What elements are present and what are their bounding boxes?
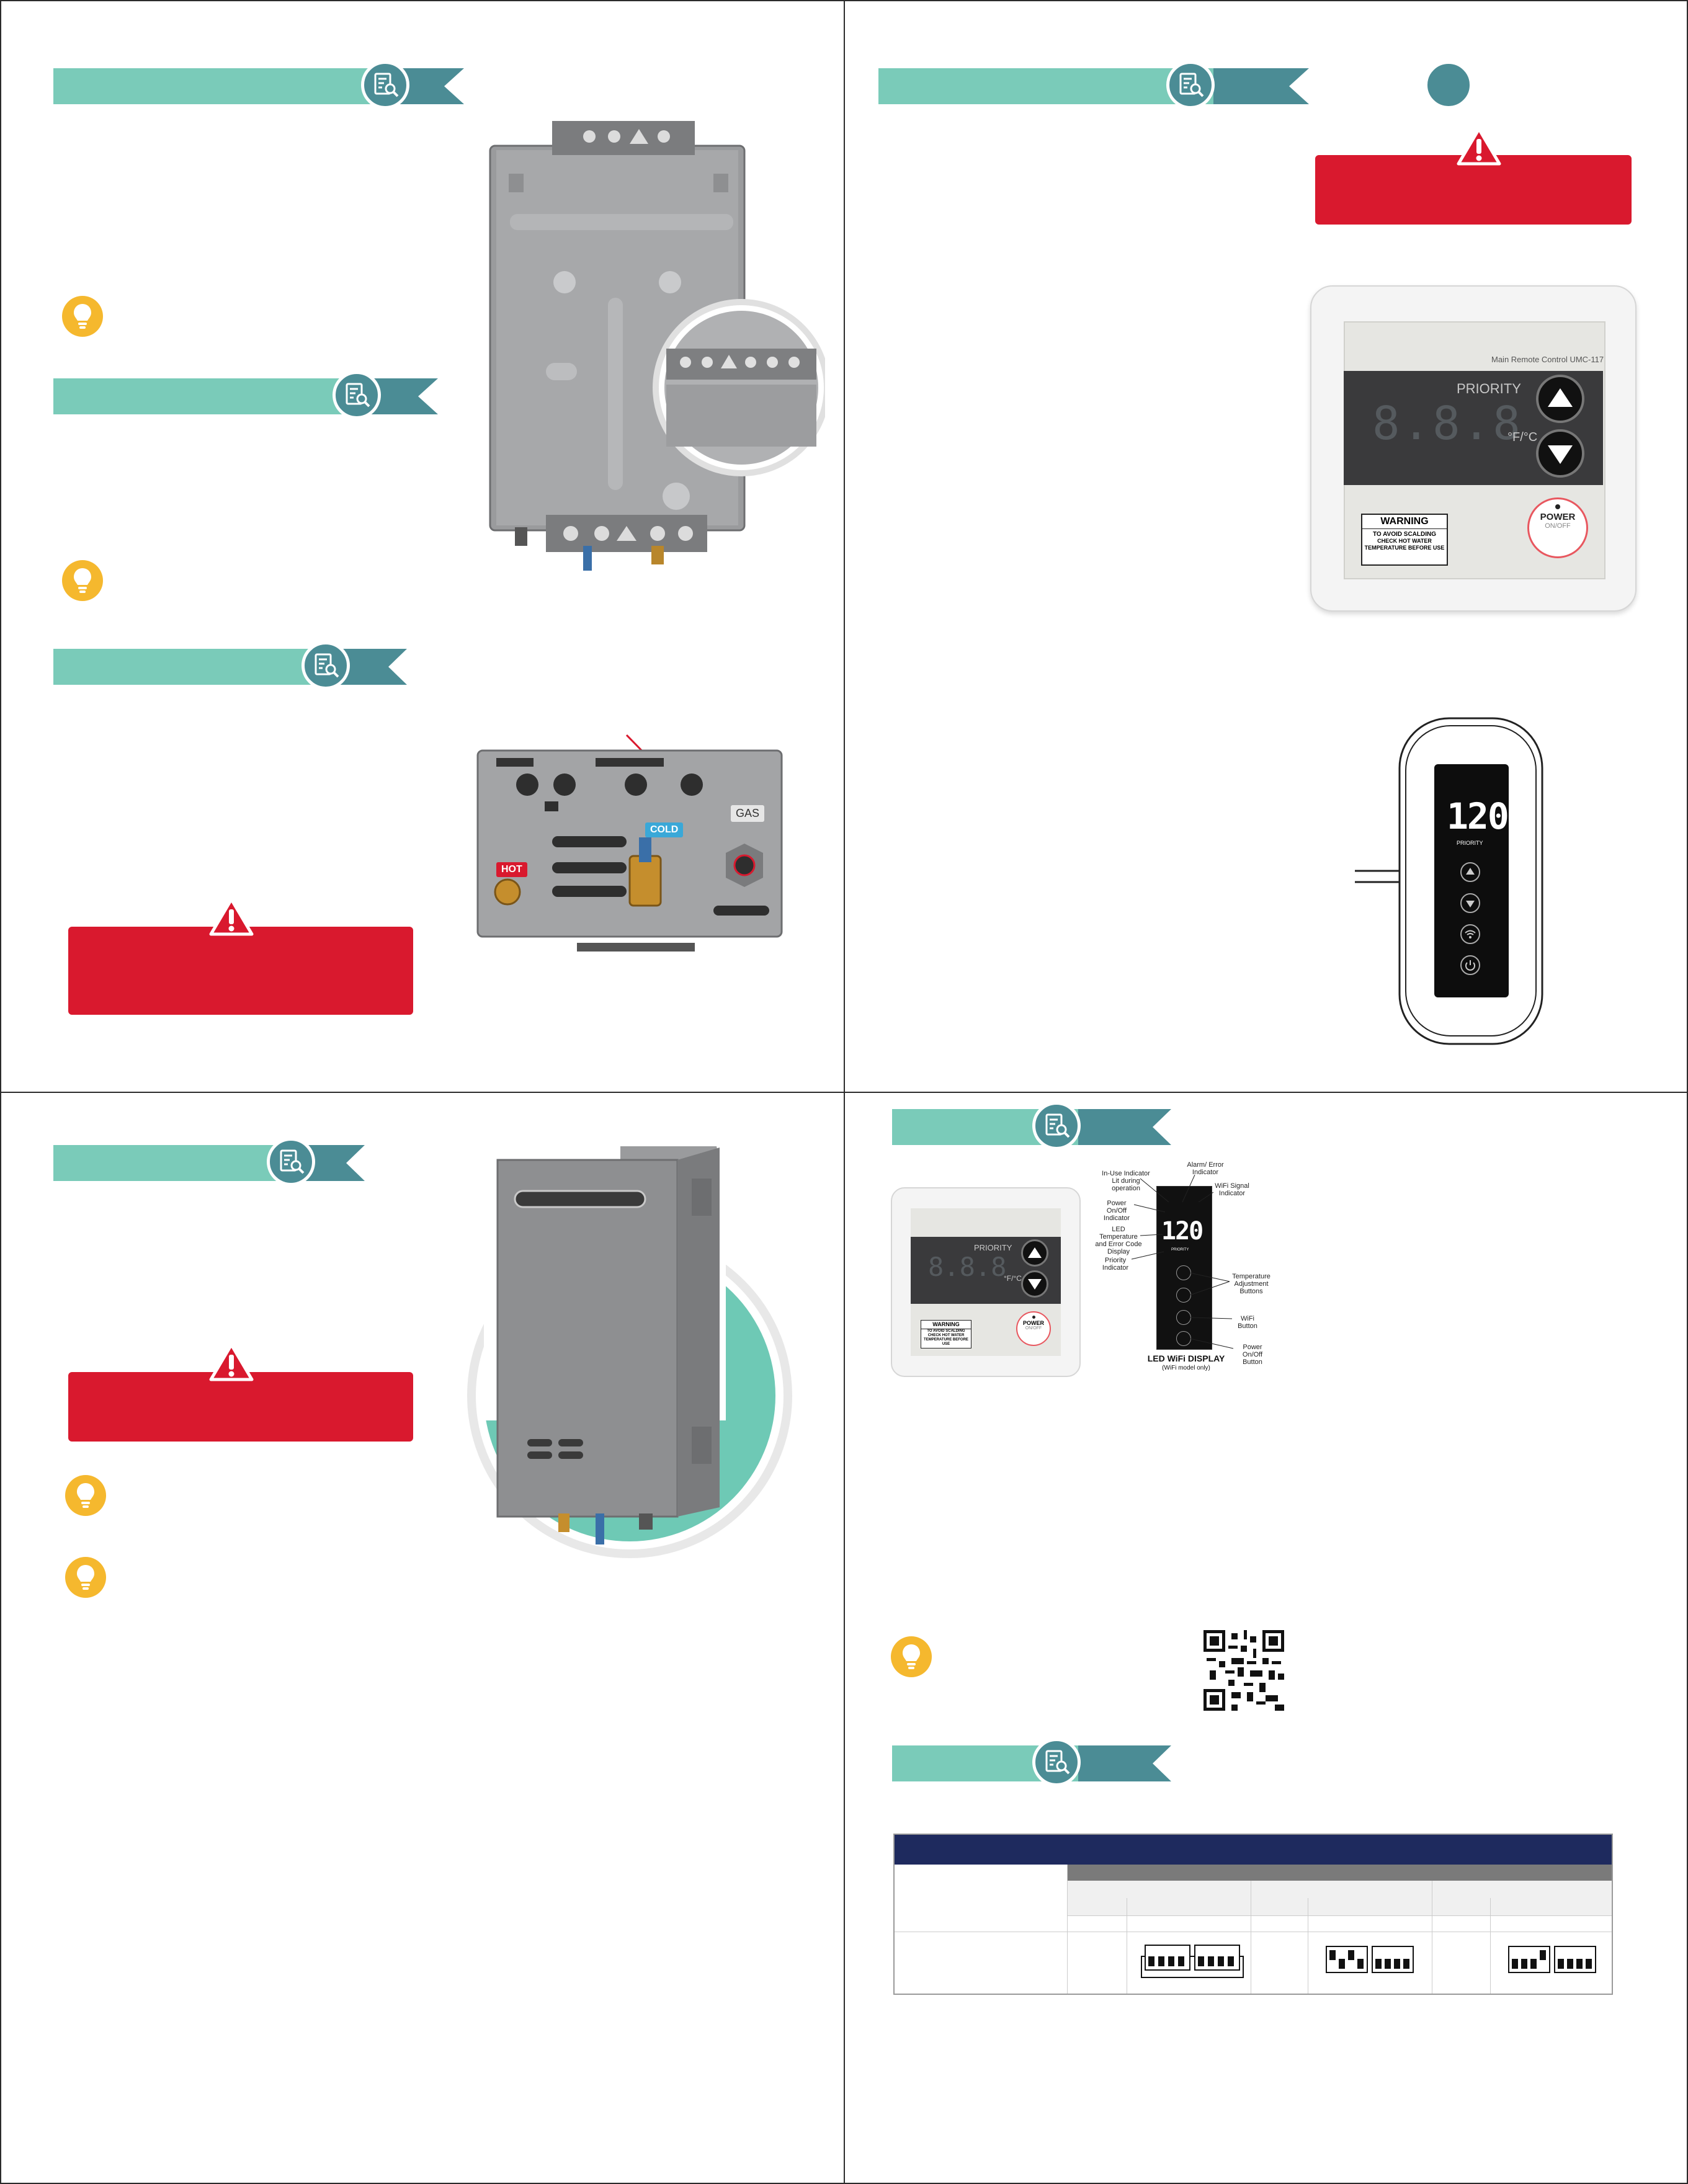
warning-title: WARNING bbox=[1362, 515, 1447, 529]
exclamation-triangle-icon bbox=[1457, 127, 1501, 169]
document-search-icon bbox=[301, 641, 350, 690]
dip-switch-table bbox=[893, 1834, 1613, 1995]
remote-control-small-image: PRIORITY 8.8.8 °F/°C WARNING TO AVOID SC… bbox=[891, 1187, 1081, 1377]
lightbulb-icon bbox=[65, 1557, 106, 1598]
remote-priority-label: PRIORITY bbox=[1457, 381, 1521, 396]
table-header-bar bbox=[895, 1835, 1612, 1865]
callout-priority: Priority Indicator bbox=[1102, 1257, 1129, 1272]
temp-down-button[interactable] bbox=[1021, 1270, 1048, 1298]
lightbulb-icon bbox=[65, 1475, 106, 1516]
callout-temp-buttons: Temperature Adjustment Buttons bbox=[1232, 1273, 1270, 1295]
document-search-icon bbox=[1166, 61, 1215, 109]
led-temperature: 120 bbox=[1447, 795, 1509, 837]
callout-wifi-button: WiFi Button bbox=[1238, 1315, 1257, 1330]
document-search-icon bbox=[1032, 1738, 1081, 1786]
dip-switch-set-3 bbox=[1507, 1944, 1598, 1978]
power-button[interactable]: POWER ON/OFF bbox=[1527, 497, 1588, 558]
remote-control-image: Main Remote Control UMC-117 PRIORITY 8.8… bbox=[1310, 285, 1637, 612]
section-banner bbox=[53, 641, 407, 690]
section-banner bbox=[892, 1738, 1171, 1786]
document-search-icon bbox=[1424, 61, 1473, 109]
callout-alarm: Alarm/ Error Indicator bbox=[1187, 1161, 1224, 1176]
callout-power-button: Power On/Off Button bbox=[1242, 1344, 1263, 1366]
gas-label: GAS bbox=[731, 805, 765, 822]
document-search-icon bbox=[333, 371, 381, 419]
remote-unit-label: °F/°C bbox=[1507, 430, 1538, 444]
document-search-icon bbox=[1032, 1102, 1081, 1150]
led-up-button[interactable] bbox=[1460, 862, 1480, 882]
arrow-up-icon bbox=[1028, 1247, 1042, 1258]
temp-up-button[interactable] bbox=[1536, 375, 1584, 423]
remote-lcd-digits: 8.8.8 bbox=[1372, 397, 1523, 450]
led-wifi-button[interactable] bbox=[1460, 924, 1480, 944]
exclamation-triangle-icon bbox=[209, 1342, 254, 1385]
document-search-icon bbox=[267, 1138, 315, 1186]
dip-switch-set-1 bbox=[1140, 1940, 1246, 1983]
temp-up-button[interactable] bbox=[1021, 1239, 1048, 1267]
section-banner bbox=[53, 61, 464, 109]
scald-warning-label: WARNING TO AVOID SCALDING CHECK HOT WATE… bbox=[1361, 514, 1448, 566]
arrow-up-icon bbox=[1548, 388, 1573, 407]
cold-label: COLD bbox=[645, 822, 684, 837]
arrow-down-icon bbox=[1466, 901, 1475, 907]
callout-wifi-signal: WiFi Signal Indicator bbox=[1215, 1182, 1249, 1197]
warning-box bbox=[68, 1372, 413, 1442]
led-power-button[interactable] bbox=[1460, 955, 1480, 975]
led-down-button[interactable] bbox=[1460, 893, 1480, 913]
section-banner bbox=[892, 1102, 1171, 1150]
section-banner bbox=[53, 371, 438, 419]
table-subheader-bar bbox=[1067, 1865, 1612, 1881]
led-diagram-temperature: 120 bbox=[1161, 1217, 1203, 1246]
warning-box bbox=[68, 927, 413, 1015]
power-button[interactable]: POWER ON/OFF bbox=[1016, 1311, 1051, 1346]
led-display-diagram: 120 PRIORITY In-Use Indicator Lit during… bbox=[1092, 1161, 1278, 1397]
led-priority: PRIORITY bbox=[1457, 840, 1483, 846]
wifi-icon bbox=[1465, 930, 1476, 938]
hot-label: HOT bbox=[496, 862, 527, 877]
water-heater-back-image bbox=[478, 118, 830, 589]
lightbulb-icon bbox=[62, 296, 103, 337]
led-display-caption: LED WiFi DISPLAY bbox=[1147, 1353, 1225, 1363]
section-banner bbox=[878, 61, 1473, 109]
qr-code[interactable] bbox=[1203, 1630, 1284, 1711]
panel-bottom-right bbox=[844, 1092, 1688, 2184]
temp-down-button[interactable] bbox=[1536, 429, 1584, 478]
power-icon bbox=[1465, 960, 1475, 971]
warning-box bbox=[1315, 155, 1632, 225]
exclamation-triangle-icon bbox=[209, 897, 254, 940]
heater-bottom-connections-image: GAS COLD HOT bbox=[471, 732, 794, 955]
document-search-icon bbox=[361, 61, 409, 109]
dip-switch-set-2 bbox=[1325, 1944, 1416, 1978]
led-display-caption-sub: (WiFi model only) bbox=[1162, 1365, 1210, 1371]
section-banner bbox=[53, 1138, 365, 1186]
callout-power-indicator: Power On/Off Indicator bbox=[1103, 1200, 1130, 1222]
lightbulb-icon bbox=[891, 1636, 932, 1677]
arrow-down-icon bbox=[1028, 1279, 1042, 1290]
lightbulb-icon bbox=[62, 560, 103, 601]
callout-in-use: In-Use Indicator Lit during operation bbox=[1102, 1170, 1150, 1192]
remote-model-label: Main Remote Control UMC-117 bbox=[1491, 355, 1604, 364]
arrow-down-icon bbox=[1548, 445, 1573, 464]
water-heater-front-image bbox=[447, 1141, 806, 1576]
callout-led-temp: LED Temperature and Error Code Display bbox=[1095, 1226, 1142, 1255]
arrow-up-icon bbox=[1466, 868, 1475, 875]
led-wifi-display-device: 120 PRIORITY bbox=[1355, 712, 1546, 1047]
